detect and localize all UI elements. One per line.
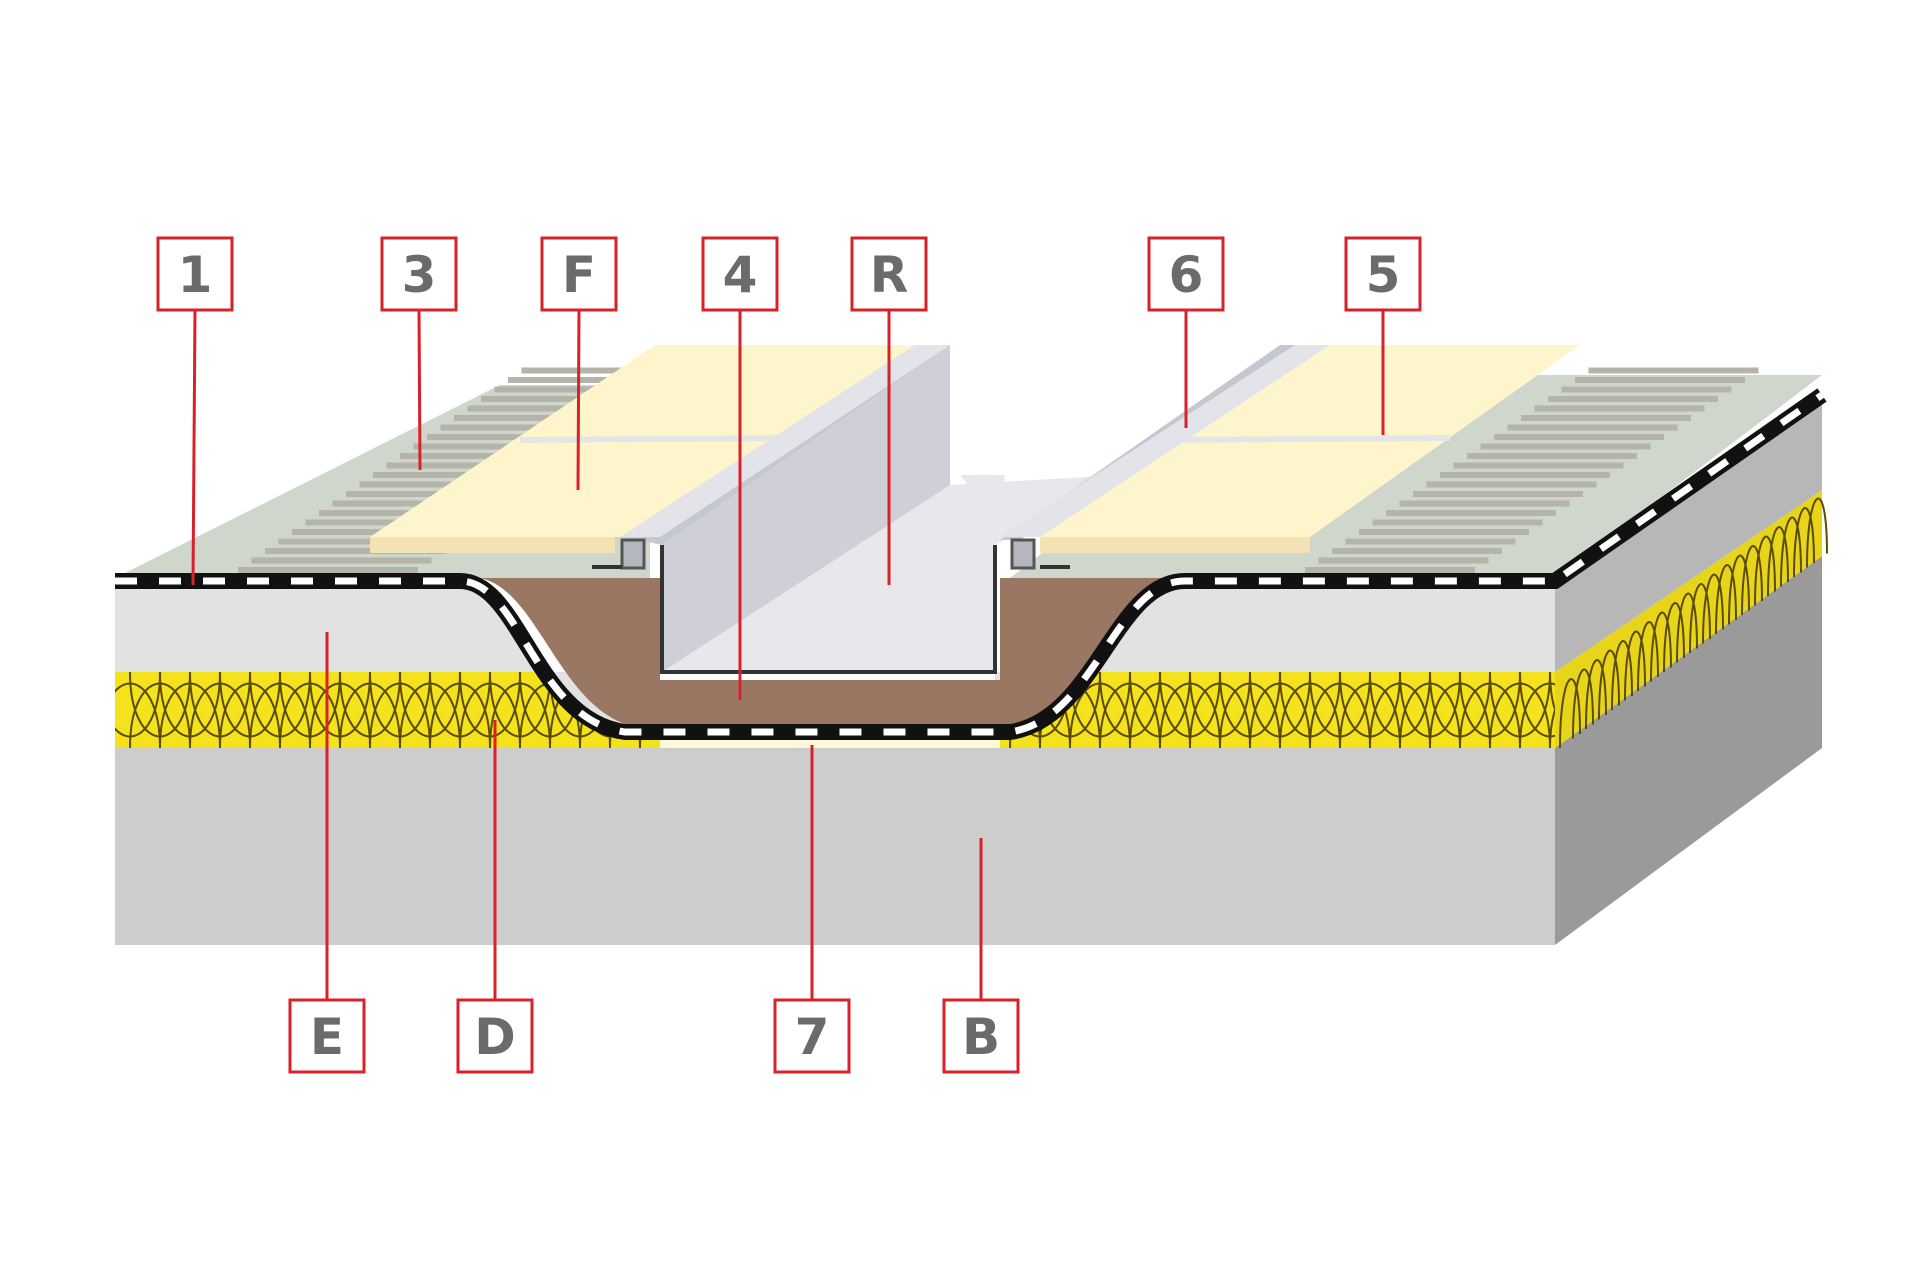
callout-text: 6: [1169, 246, 1204, 304]
callout-box: [1147, 236, 1225, 312]
callout-box: [1344, 236, 1422, 312]
callout-4: 4: [701, 236, 779, 312]
upper-layer-front: [115, 585, 660, 730]
callout-7: 7: [773, 998, 851, 1074]
channel-profile: [660, 545, 997, 674]
callout-text: D: [474, 1008, 516, 1066]
mortar-bed: [480, 578, 1170, 728]
wool-side-loop: [1780, 516, 1802, 587]
callout-B: B: [942, 998, 1020, 1074]
leader-line-1: [191, 309, 197, 586]
callout-F: F: [540, 236, 618, 312]
callout-box: [701, 236, 779, 312]
decking-slats-right: [1305, 367, 1759, 573]
wool-side-loop: [1650, 611, 1672, 682]
upper-layer-front-right: [995, 585, 1555, 730]
wool-side-loop: [1572, 668, 1594, 739]
wool-side-loop: [1754, 535, 1776, 606]
wool-side-loop: [1793, 507, 1815, 578]
wool-side-loop: [1559, 678, 1581, 749]
wool-side-loop: [1663, 602, 1685, 673]
callout-text: E: [310, 1008, 344, 1066]
callout-text: B: [962, 1008, 1000, 1066]
wool-side-loop: [1741, 545, 1763, 616]
callout-box: [380, 236, 458, 312]
wool-side-loop: [1637, 621, 1659, 692]
callout-text: 1: [178, 246, 213, 304]
callout-text: 5: [1366, 246, 1401, 304]
callout-text: 3: [402, 246, 437, 304]
wool-side-loop: [1702, 573, 1724, 644]
leader-line-3: [417, 309, 422, 471]
callout-5: 5: [1344, 236, 1422, 312]
callout-box: [942, 998, 1020, 1074]
callout-box: [288, 998, 366, 1074]
edge-profile-right: [1000, 345, 1330, 570]
wool-side-loop: [1624, 630, 1646, 701]
callout-text: F: [562, 246, 596, 304]
callout-text: 7: [795, 1008, 830, 1066]
wool-side-loop: [1689, 583, 1711, 654]
thermal-insulation-layer: [115, 490, 1828, 749]
structural-deck-side: [1555, 556, 1822, 945]
callout-box: [773, 998, 851, 1074]
callout-text: 4: [723, 246, 758, 304]
callout-R: R: [850, 236, 928, 312]
callout-E: E: [288, 998, 366, 1074]
edge-profile-left: [592, 345, 950, 570]
tiles-left: [370, 345, 940, 553]
upper-layer-side: [1555, 400, 1822, 672]
wool-side-loop: [1767, 526, 1789, 597]
wool-side-loop: [1728, 554, 1750, 625]
callout-1: 1: [156, 236, 234, 312]
wool-side-loop: [1611, 640, 1633, 711]
callout-box: [456, 998, 534, 1074]
callout-D: D: [456, 998, 534, 1074]
leader-lines: [191, 309, 1385, 1000]
leader-line-F: [576, 309, 581, 491]
callout-text: R: [870, 246, 909, 304]
waterproofing-membrane-dashes: [115, 392, 1825, 736]
callout-3: 3: [380, 236, 458, 312]
callout-6: 6: [1147, 236, 1225, 312]
wool-side-loop: [1806, 497, 1828, 568]
wool-side-loop: [1715, 564, 1737, 635]
channel-wall-left-face: [662, 345, 950, 672]
wool-side-loop: [1585, 659, 1607, 730]
callout-box: [156, 236, 234, 312]
wool-side-loop: [1676, 592, 1698, 663]
callout-box: [850, 236, 928, 312]
tiles-right: [1040, 345, 1580, 553]
callout-labels: 1 3 F 4 R 6 5E D 7 B: [156, 236, 1422, 1074]
callout-box: [540, 236, 618, 312]
wool-side-loop: [1598, 649, 1620, 720]
structural-deck-front: [115, 748, 1555, 945]
